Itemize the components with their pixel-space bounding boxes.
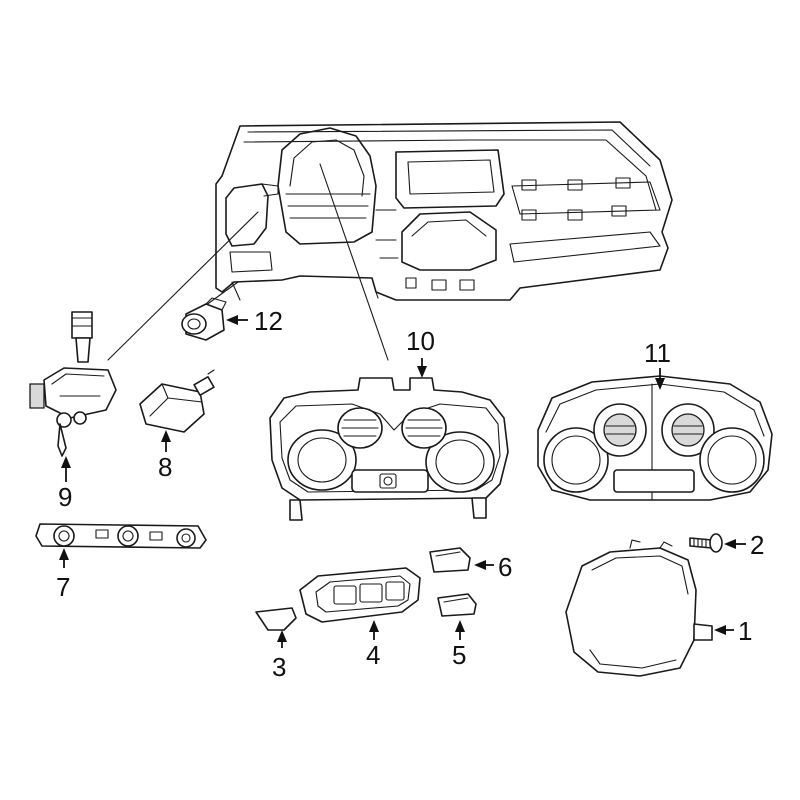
part-9-bracket-switch <box>29 311 117 457</box>
part-11-cluster-housing <box>537 375 773 501</box>
leader-9-to-panel <box>107 211 259 361</box>
callout-arrows <box>59 315 746 648</box>
part-4-control-panel <box>299 567 421 623</box>
callout-label-3: 3 <box>272 652 286 682</box>
part-6-knob <box>429 547 471 573</box>
part-8-switch <box>139 369 215 433</box>
part-7-panel-strip <box>35 523 207 549</box>
part-5-knob <box>437 593 477 617</box>
callout-label-4: 4 <box>366 640 380 670</box>
callout-label-1: 1 <box>738 616 752 646</box>
part-12-switch <box>181 297 227 341</box>
callout-label-9: 9 <box>58 482 72 512</box>
callout-label-10: 10 <box>406 326 435 356</box>
callout-label-6: 6 <box>498 552 512 582</box>
callout-label-7: 7 <box>56 572 70 602</box>
part-10-cluster-bezel <box>269 377 509 521</box>
instrument-panel-drawing <box>215 121 673 301</box>
part-1-gauge <box>565 539 713 677</box>
part-3-cover <box>255 607 297 631</box>
callout-label-2: 2 <box>750 530 764 560</box>
leader-12-to-panel <box>201 281 239 309</box>
callout-label-11: 11 <box>644 338 671 368</box>
callout-label-8: 8 <box>158 452 172 482</box>
callout-label-12: 12 <box>254 306 283 336</box>
callout-label-5: 5 <box>452 640 466 670</box>
leader-10-to-panel <box>319 163 389 361</box>
part-2-screw <box>689 533 723 553</box>
